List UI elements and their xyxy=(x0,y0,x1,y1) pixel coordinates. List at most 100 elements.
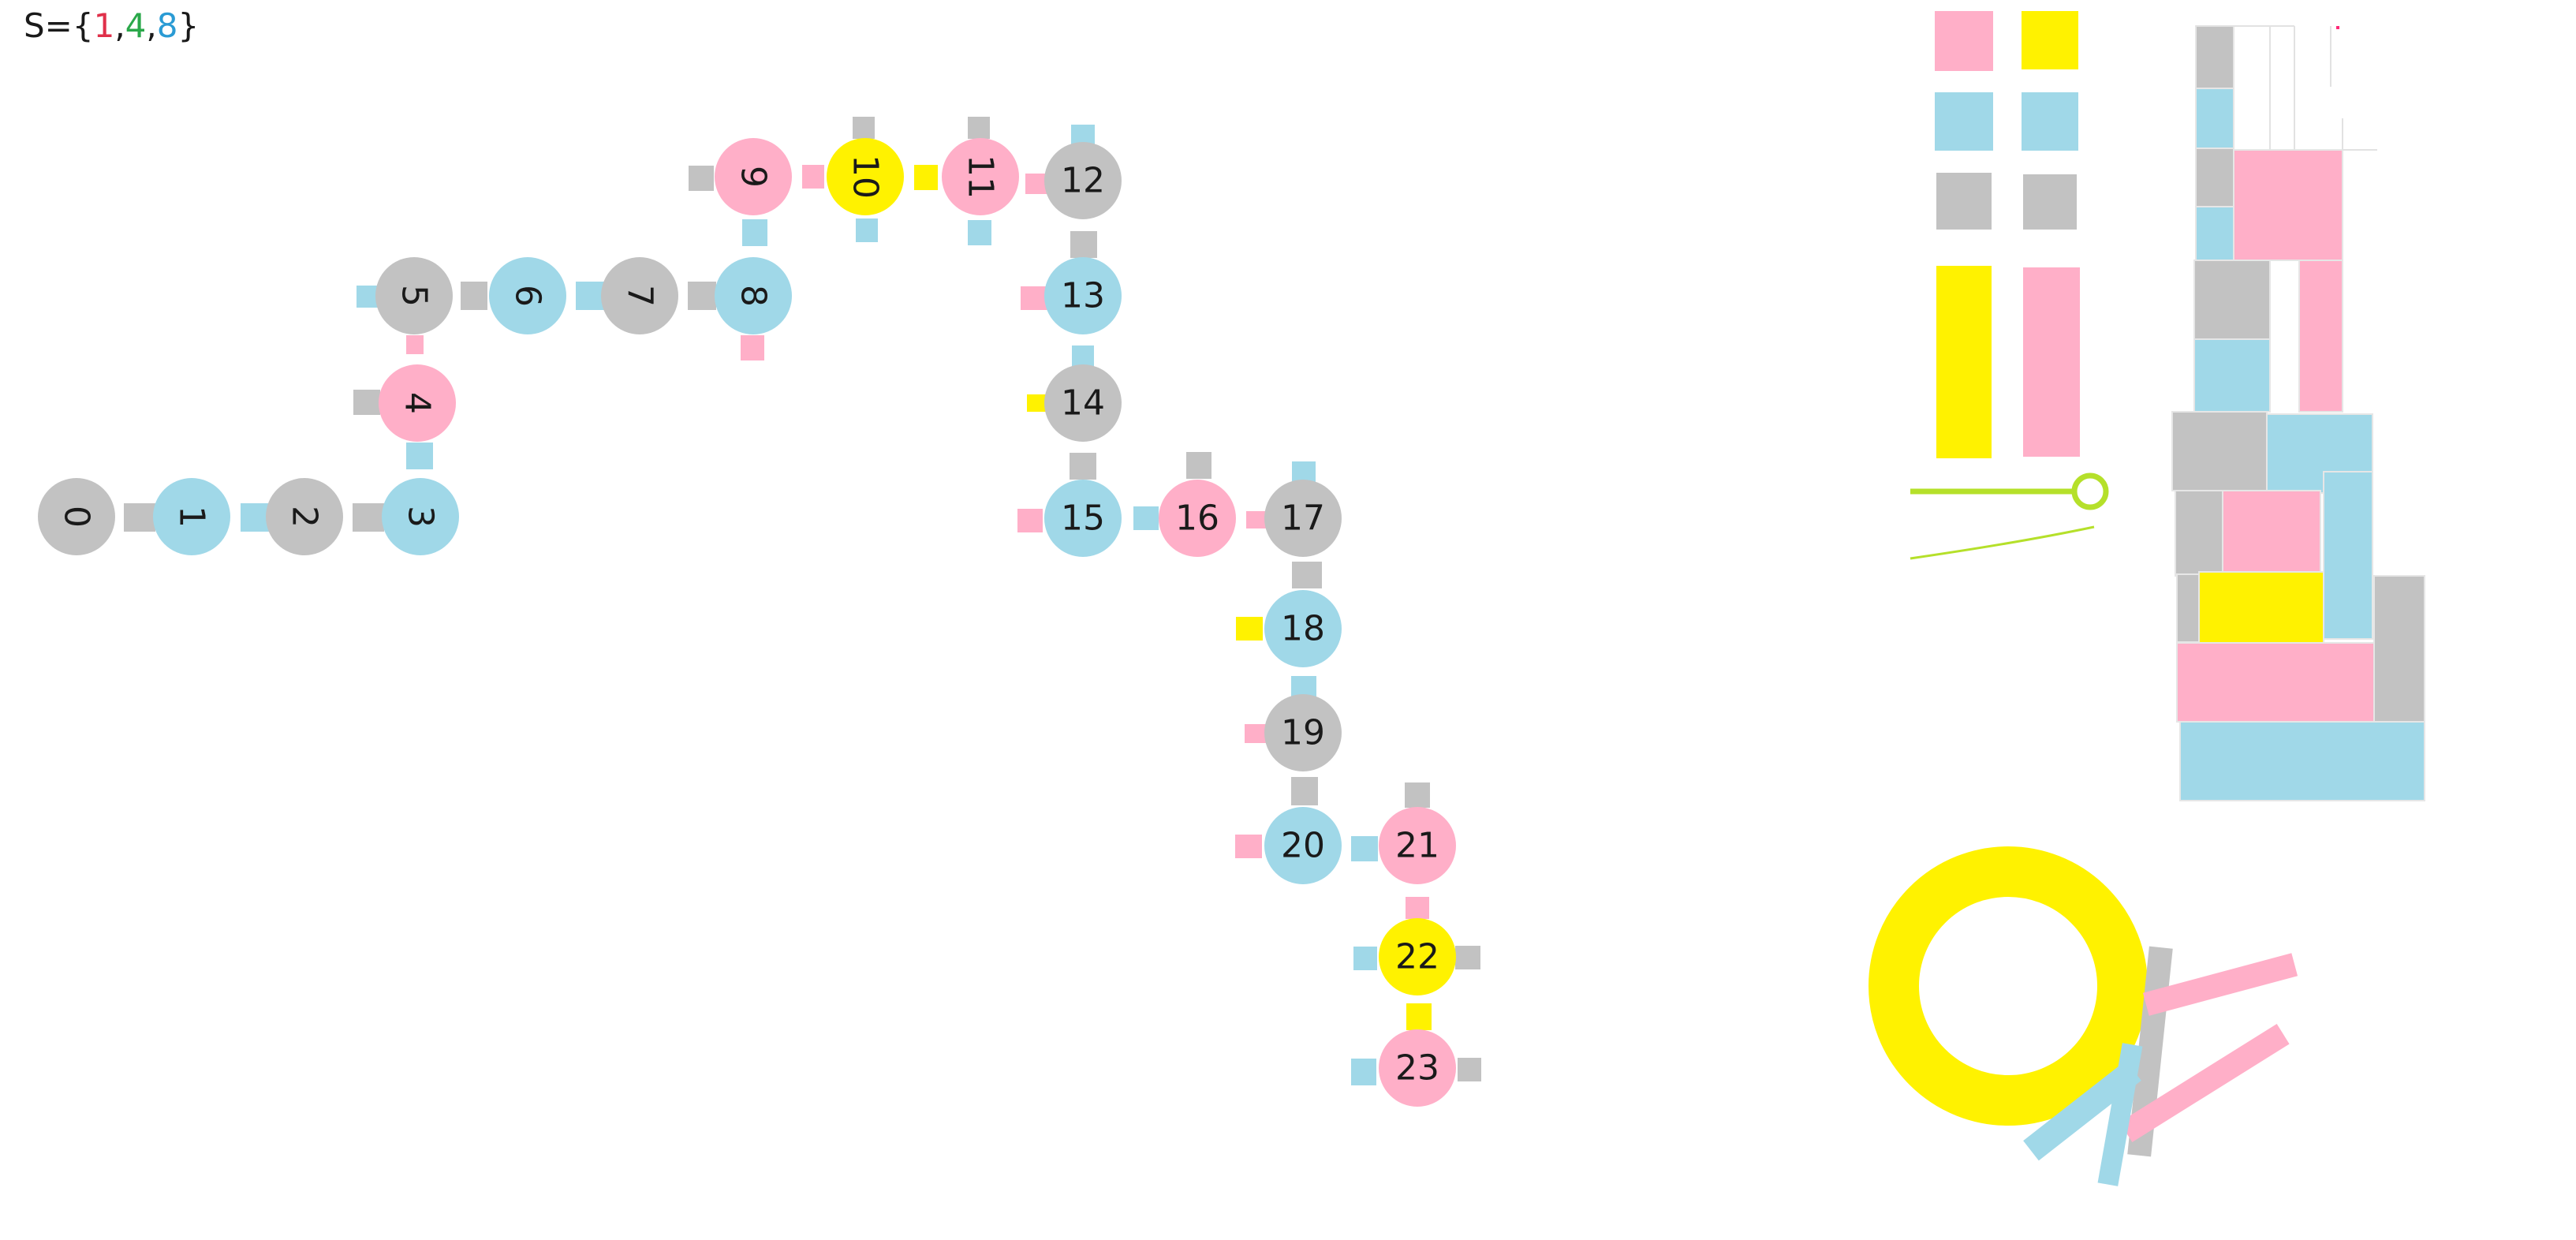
connector-26 xyxy=(1017,509,1043,532)
connector-37 xyxy=(1351,836,1378,861)
tower-block-13 xyxy=(2176,573,2200,643)
set-header-suffix: } xyxy=(177,6,200,45)
slider-curve xyxy=(1910,525,2095,560)
node-17: 17 xyxy=(1264,480,1342,557)
set-header: S={1,4,8} xyxy=(24,6,199,45)
node-circle-20 xyxy=(1264,807,1342,884)
node-label-12: 12 xyxy=(1061,161,1105,201)
node-21: 21 xyxy=(1379,807,1456,884)
node-circle-13 xyxy=(1044,257,1122,334)
node-12: 12 xyxy=(1044,142,1122,219)
node-7: 7 xyxy=(601,257,678,334)
connector-7 xyxy=(461,282,487,310)
connector-22 xyxy=(1021,286,1047,310)
node-3: 3 xyxy=(382,478,459,555)
node-label-13: 13 xyxy=(1061,276,1105,316)
set-header-items: 1,4,8 xyxy=(94,6,178,45)
connector-31 xyxy=(1292,562,1322,588)
stick-2 xyxy=(2119,1024,2290,1142)
node-label-19: 19 xyxy=(1281,713,1325,753)
connector-15 xyxy=(856,218,878,242)
node-circle-14 xyxy=(1044,364,1122,442)
node-circle-5 xyxy=(375,257,453,334)
tower-block-4 xyxy=(2233,149,2343,261)
connector-32 xyxy=(1236,617,1263,641)
node-circle-21 xyxy=(1379,807,1456,884)
connector-40 xyxy=(1353,947,1377,970)
connector-9 xyxy=(688,282,716,310)
set-header-item-3: , xyxy=(146,6,157,45)
node-circle-1 xyxy=(153,478,230,555)
ring-and-sticks xyxy=(1869,846,2298,1186)
color-legend xyxy=(1910,11,2109,560)
tower-block-1 xyxy=(2195,88,2234,149)
tower-block-17 xyxy=(2179,721,2425,801)
connector-8 xyxy=(576,282,604,310)
node-5: 5 xyxy=(375,257,453,334)
node-label-14: 14 xyxy=(1061,383,1105,424)
connector-3 xyxy=(406,443,433,469)
connector-0 xyxy=(124,503,155,532)
tower-block-3 xyxy=(2195,206,2234,263)
set-header-item-2: 4 xyxy=(125,6,147,45)
connector-27 xyxy=(1133,506,1159,530)
node-label-18: 18 xyxy=(1281,609,1325,649)
connector-14 xyxy=(853,117,875,139)
node-circle-4 xyxy=(379,364,456,442)
node-label-16: 16 xyxy=(1175,499,1219,539)
connector-42 xyxy=(1406,1003,1432,1030)
connector-34 xyxy=(1245,724,1268,743)
set-header-item-0: 1 xyxy=(93,6,115,45)
tower-block-0 xyxy=(2195,25,2234,90)
node-circle-18 xyxy=(1264,590,1342,667)
node-8: 8 xyxy=(715,257,792,334)
connector-18 xyxy=(968,220,991,245)
node-label-22: 22 xyxy=(1395,937,1439,977)
node-circle-23 xyxy=(1379,1029,1456,1107)
set-header-prefix: S={ xyxy=(24,6,94,45)
node-label-21: 21 xyxy=(1395,826,1439,866)
legend-swatch-2 xyxy=(1935,92,1993,151)
node-15: 15 xyxy=(1044,480,1122,557)
node-label-11: 11 xyxy=(961,155,1001,199)
node-label-2: 2 xyxy=(285,506,325,528)
connector-4 xyxy=(353,390,380,415)
node-label-17: 17 xyxy=(1281,499,1325,539)
node-circle-15 xyxy=(1044,480,1122,557)
legend-swatch-7 xyxy=(2023,267,2080,457)
connector-12 xyxy=(689,166,714,191)
node-label-9: 9 xyxy=(734,166,774,188)
node-label-8: 8 xyxy=(734,285,774,307)
connector-20 xyxy=(1071,125,1095,145)
node-circle-3 xyxy=(382,478,459,555)
connector-5 xyxy=(406,335,424,354)
node-circle-8 xyxy=(715,257,792,334)
node-1: 1 xyxy=(153,478,230,555)
node-label-3: 3 xyxy=(401,506,441,528)
stick-1 xyxy=(2142,953,2298,1016)
node-circle-11 xyxy=(942,138,1019,215)
connector-39 xyxy=(1406,897,1429,919)
node-20: 20 xyxy=(1264,807,1342,884)
slider-knob xyxy=(2071,472,2109,510)
connector-24 xyxy=(1027,394,1047,412)
node-label-0: 0 xyxy=(57,506,97,528)
node-9: 9 xyxy=(715,138,792,215)
node-18: 18 xyxy=(1264,590,1342,667)
connector-2 xyxy=(353,503,384,532)
connector-16 xyxy=(914,165,938,190)
node-10: 10 xyxy=(827,138,904,215)
node-circle-17 xyxy=(1264,480,1342,557)
connector-17 xyxy=(968,117,990,139)
node-label-6: 6 xyxy=(508,285,548,307)
node-label-15: 15 xyxy=(1061,499,1105,539)
tower-block-2 xyxy=(2195,148,2234,209)
connector-19 xyxy=(1025,174,1047,194)
tower-block-15 xyxy=(2176,642,2375,723)
connector-41 xyxy=(1455,946,1480,969)
node-23: 23 xyxy=(1379,1029,1456,1107)
node-circle-16 xyxy=(1159,480,1236,557)
connector-21 xyxy=(1070,231,1097,258)
